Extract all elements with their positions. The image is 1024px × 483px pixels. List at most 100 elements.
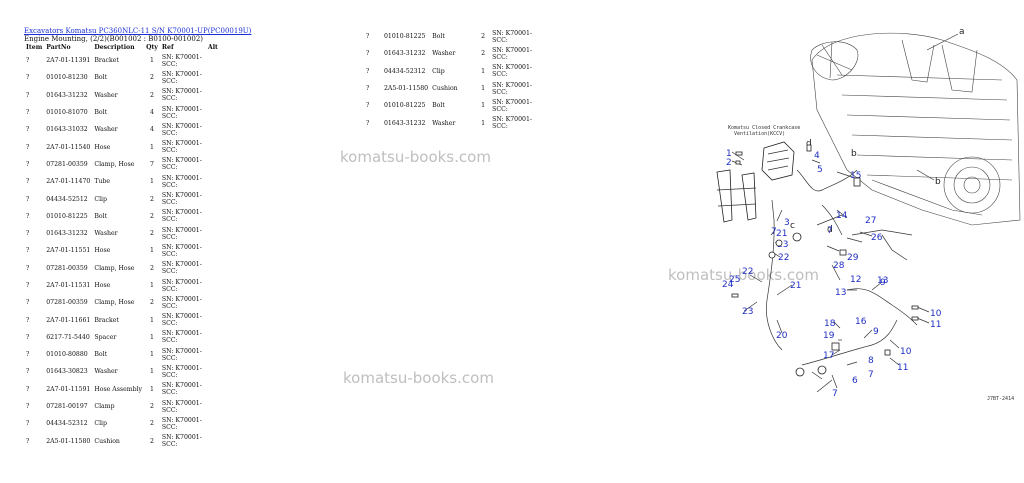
partno-cell: 2A7-01-11540 [46,143,91,151]
qty-cell: 1 [150,333,154,341]
callout-5: 5 [817,165,823,175]
callout-9: 9 [880,278,886,288]
watermark: komatsu-books.com [340,148,491,166]
qty-cell: 2 [481,50,486,58]
description-cell: Cushion [94,437,120,445]
qty-cell: 4 [150,126,154,134]
callout-14: 14 [836,211,848,221]
partno-cell: 01643-31032 [46,126,88,134]
callout-28: 28 [833,261,845,271]
partno-cell: 07281-00359 [46,264,88,272]
partno-cell: 2A7-01-11591 [46,385,91,393]
callout-9: 9 [873,327,879,337]
callout-21: 21 [776,229,787,239]
ref-cell: SN: K70001-SCC: [492,64,532,79]
alt-cell [536,114,540,131]
callout-a: a [959,27,965,37]
partno-cell: 01010-81070 [46,109,88,117]
description-cell: Hose Assembly [94,385,143,393]
partno-cell: 01010-81225 [46,212,88,220]
item-cell: ? [26,316,30,324]
partno-cell: 01010-81225 [384,102,426,110]
ref-cell: SN: K70001-SCC: [161,330,202,345]
alt-cell [206,381,220,398]
description-cell: Washer [432,50,456,58]
qty-cell: 1 [150,368,154,376]
ref-cell: SN: K70001-SCC: [161,209,202,224]
callout-b: b [935,177,941,187]
ref-cell: SN: K70001-SCC: [161,261,202,276]
alt-cell [206,398,220,415]
alt-cell [206,208,220,225]
qty-cell: 1 [481,85,486,93]
breadcrumb-link[interactable]: Excavators Komatsu PC360NLC-11 S/N K7000… [24,27,252,35]
ref-cell: SN: K70001-SCC: [161,364,202,379]
ref-cell: SN: K70001-SCC: [492,98,532,113]
ref-cell: SN: K70001-SCC: [492,116,532,131]
callout-29: 29 [847,253,859,263]
ref-cell: SN: K70001-SCC: [161,70,202,85]
callout-7: 7 [827,226,833,236]
ref-cell: SN: K70001-SCC: [161,243,202,258]
description-cell: Bolt [94,212,108,220]
description-cell: Washer [94,91,118,99]
qty-cell: 2 [150,420,154,428]
alt-cell [206,225,220,242]
partno-cell: 07281-00359 [46,160,88,168]
leader-lines [731,33,959,393]
qty-cell: 1 [150,247,154,255]
item-cell: ? [26,403,30,411]
callout-13: 13 [835,288,846,298]
ref-cell: SN: K70001-SCC: [161,105,202,120]
partno-cell: 04434-52312 [384,67,426,75]
exploded-parts-diagram: Komatsu Closed Crankcase Ventilation(KCC… [716,27,1021,402]
alt-cell [206,87,220,104]
breadcrumb: Excavators Komatsu PC360NLC-11 S/N K7000… [24,27,251,35]
item-cell: ? [26,420,30,428]
qty-cell: 2 [150,91,154,99]
partno-cell: 04434-52512 [46,195,88,203]
alt-cell [206,69,220,86]
callout-1: 1 [726,149,732,159]
partno-cell: 01010-80880 [46,351,88,359]
description-cell: Clamp, Hose [94,264,135,272]
watermark: komatsu-books.com [343,369,494,387]
item-cell: ? [26,282,30,289]
description-cell: Washer [94,126,118,134]
item-cell: ? [26,57,30,65]
item-cell: ? [26,178,30,186]
qty-cell: 1 [150,351,154,359]
description-cell: Bolt [94,74,108,82]
description-cell: Washer [94,368,118,376]
ref-cell: SN: K70001-SCC: [161,295,202,310]
callout-21: 21 [790,281,801,291]
callout-7: 7 [832,389,838,399]
header-partno: PartNo [46,44,71,51]
item-cell: ? [26,351,30,359]
qty-cell: 1 [150,57,154,65]
fastener-glyphs [731,144,919,377]
partno-cell: 2A5-01-11580 [46,437,91,445]
diagram-note: Komatsu Closed Crankcase [728,125,800,131]
alt-cell [206,156,220,173]
item-cell: ? [366,33,370,41]
item-cell: ? [26,437,30,445]
ref-cell: SN: K70001-SCC: [161,157,202,172]
alt-cell [206,294,220,311]
item-cell: ? [366,50,370,58]
ref-cell: SN: K70001-SCC: [492,29,532,44]
qty-cell: 2 [150,230,154,238]
item-cell: ? [26,385,30,393]
